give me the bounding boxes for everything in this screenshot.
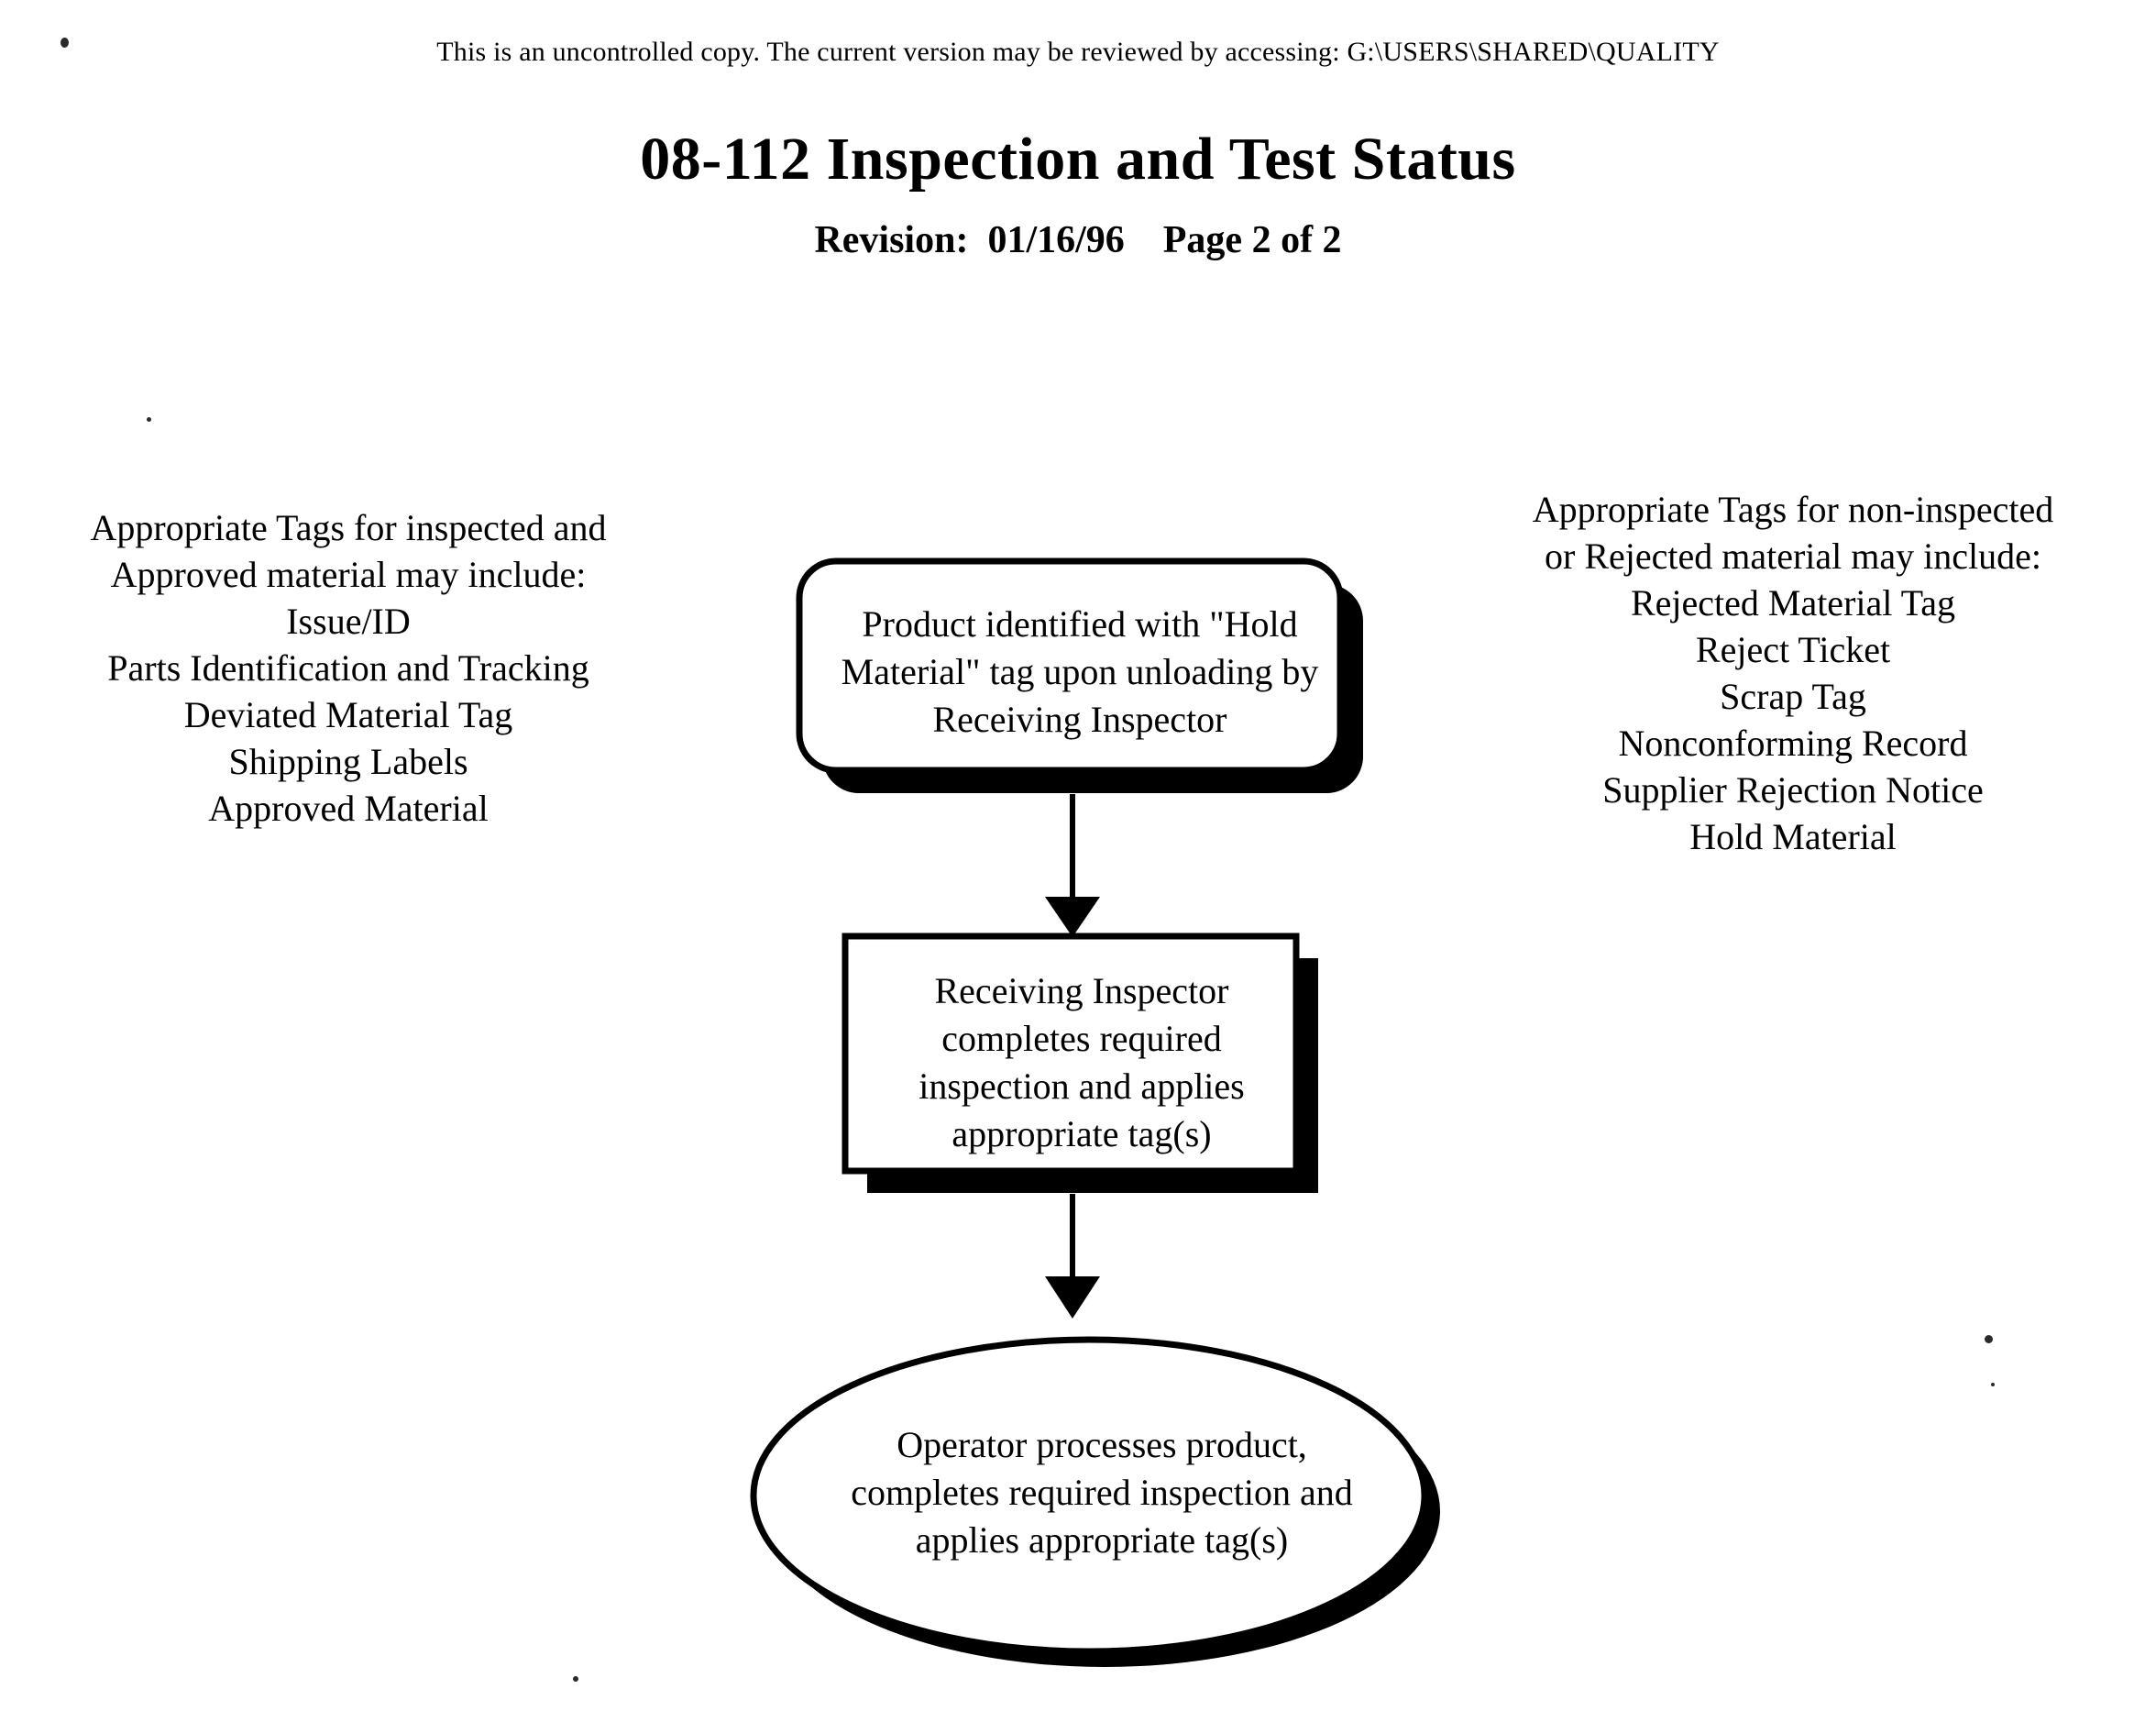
list-item: Rejected Material Tag (1630, 582, 1956, 624)
list-item: Hold Material (1689, 816, 1897, 857)
page-title: 08-112 Inspection and Test Status (640, 126, 1516, 193)
list-item: Issue/ID (286, 601, 411, 642)
node2-line-1: Receiving Inspector (934, 970, 1229, 1011)
node2-line-4: appropriate tag(s) (952, 1113, 1212, 1154)
flow-node-receiving-inspector (842, 933, 1318, 1193)
scan-speck (1991, 1383, 1995, 1386)
node1-box (796, 557, 1344, 774)
approved-tags-list: Appropriate Tags for inspected and Appro… (37, 504, 660, 832)
node2-line-3: inspection and applies (918, 1065, 1245, 1107)
node3-ellipse (750, 1336, 1428, 1655)
node1-label: Product identified with "Hold Material" … (805, 601, 1355, 744)
node3-line-1: Operator processes product, (896, 1424, 1307, 1465)
node1-line-1: Product identified with "Hold (862, 603, 1298, 645)
arrow-2-head (1045, 1276, 1100, 1319)
arrow-node1-to-node2 (1045, 794, 1100, 937)
arrow-node2-to-node3 (1045, 1194, 1100, 1319)
rejected-tags-heading-line-1: Appropriate Tags for non-inspected (1532, 489, 2054, 530)
uncontrolled-copy-notice: This is an uncontrolled copy. The curren… (436, 37, 1720, 67)
node1-line-3: Receiving Inspector (932, 699, 1227, 740)
scan-speck (147, 417, 151, 422)
node3-line-3: applies appropriate tag(s) (915, 1519, 1289, 1561)
node1-line-2: Material" tag upon unloading by (841, 651, 1319, 692)
node2-label: Receiving Inspector completes required i… (852, 967, 1311, 1158)
approved-tags-heading-line-1: Appropriate Tags for inspected and (90, 507, 607, 548)
scan-speck (573, 1676, 578, 1682)
node2-line-2: completes required (941, 1018, 1222, 1059)
list-item: Supplier Rejection Notice (1602, 769, 1984, 811)
list-item: Shipping Labels (228, 741, 468, 782)
flow-node-product-identified (796, 557, 1363, 793)
node2-box (842, 933, 1300, 1175)
node3-label: Operator processes product, completes re… (790, 1421, 1414, 1564)
list-item: Parts Identification and Tracking (107, 647, 589, 689)
list-item: Nonconforming Record (1618, 723, 1968, 764)
list-item: Reject Ticket (1695, 629, 1891, 670)
node3-line-2: completes required inspection and (851, 1472, 1353, 1513)
rejected-tags-list: Appropriate Tags for non-inspected or Re… (1467, 486, 2119, 860)
scan-speck (1985, 1335, 1993, 1343)
scan-speck (60, 38, 69, 48)
approved-tags-heading-line-2: Approved material may include: (110, 554, 587, 595)
arrow-1-head (1045, 897, 1100, 937)
list-item: Deviated Material Tag (183, 694, 513, 735)
revision-and-page-line: Revision: 01/16/96 Page 2 of 2 (814, 219, 1342, 261)
list-item: Approved Material (208, 788, 489, 829)
rejected-tags-heading-line-2: or Rejected material may include: (1545, 535, 2041, 577)
list-item: Scrap Tag (1720, 676, 1866, 717)
flow-node-operator-processes (750, 1336, 1440, 1667)
